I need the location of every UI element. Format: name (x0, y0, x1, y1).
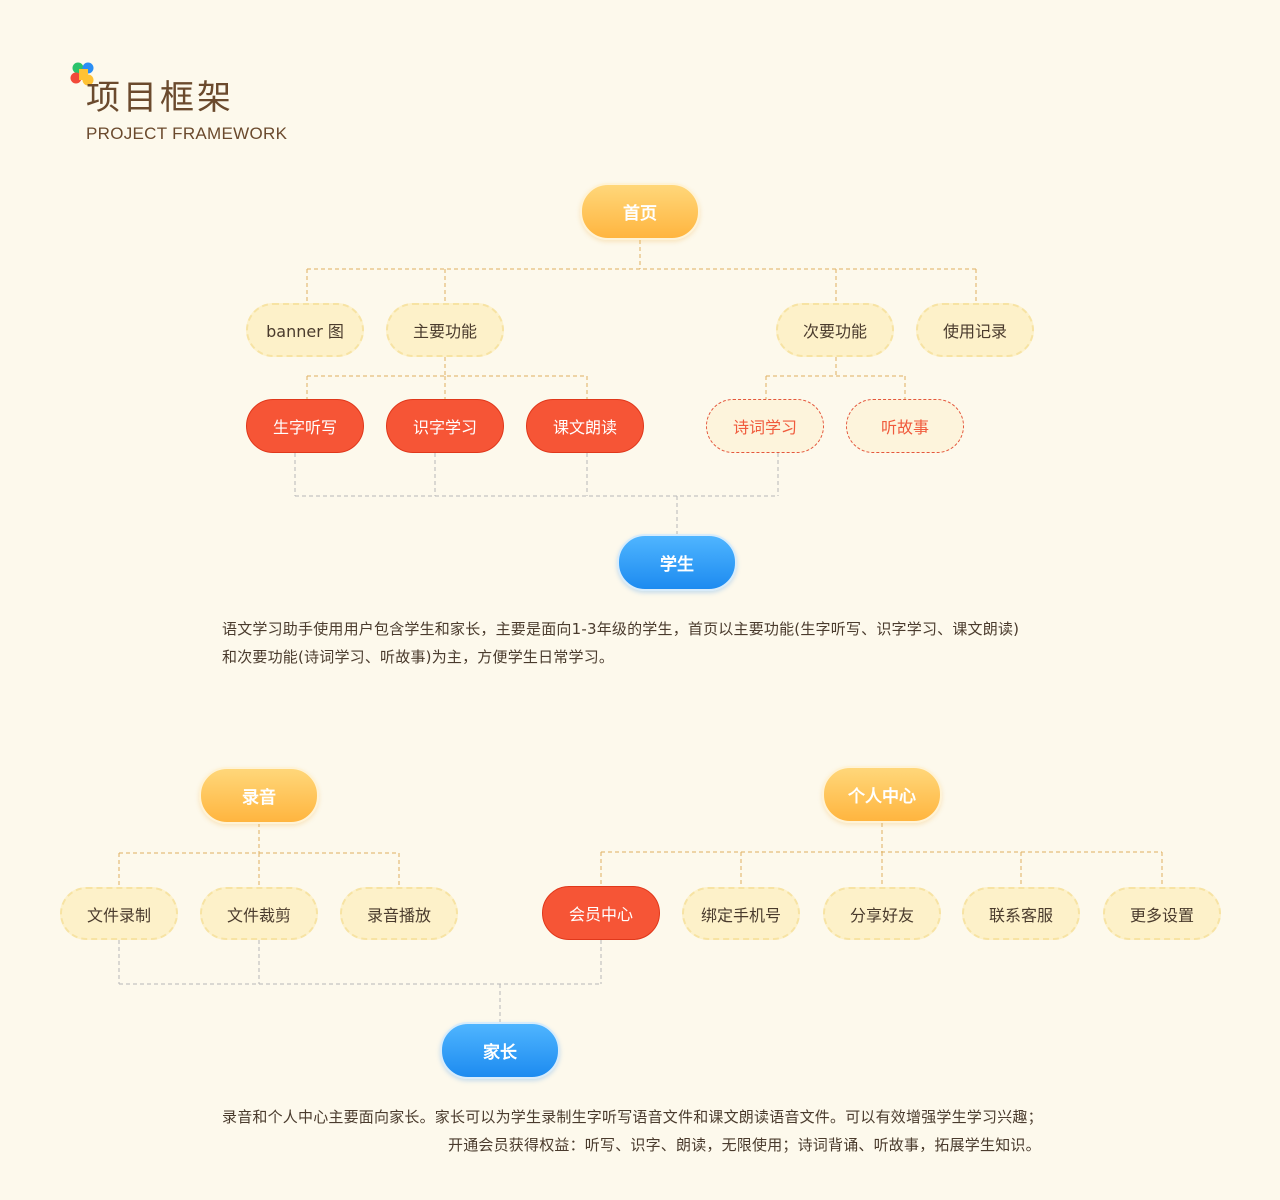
node-reading: 课文朗读 (526, 399, 644, 453)
parent-description-line1: 录音和个人中心主要面向家长。家长可以为学生录制生字听写语音文件和课文朗读语音文件… (222, 1108, 1043, 1126)
node-file-trim: 文件裁剪 (200, 887, 318, 940)
node-parent: 家长 (440, 1022, 560, 1079)
node-stories: 听故事 (846, 399, 964, 453)
node-student: 学生 (617, 534, 737, 591)
page-subtitle: PROJECT FRAMEWORK (86, 124, 288, 143)
student-description-line2: 和次要功能(诗词学习、听故事)为主，方便学生日常学习。 (222, 648, 615, 666)
node-recording: 录音 (199, 767, 319, 824)
node-usage-records: 使用记录 (916, 303, 1034, 357)
node-playback: 录音播放 (340, 887, 458, 940)
node-membership: 会员中心 (542, 886, 660, 940)
node-contact-service: 联系客服 (962, 887, 1080, 940)
node-file-record: 文件录制 (60, 887, 178, 940)
node-poetry: 诗词学习 (706, 399, 824, 453)
node-bind-phone: 绑定手机号 (682, 887, 800, 940)
node-more-settings: 更多设置 (1103, 887, 1221, 940)
node-literacy: 识字学习 (386, 399, 504, 453)
clover-icon (70, 62, 94, 86)
student-description-line1: 语文学习助手使用用户包含学生和家长，主要是面向1-3年级的学生，首页以主要功能(… (222, 620, 1020, 638)
parent-description-line2: 开通会员获得权益：听写、识字、朗读，无限使用；诗词背诵、听故事，拓展学生知识。 (448, 1136, 1041, 1154)
page-title: 项目框架 (86, 78, 234, 118)
node-share: 分享好友 (823, 887, 941, 940)
node-secondary-functions: 次要功能 (776, 303, 894, 357)
node-personal-center: 个人中心 (822, 766, 942, 823)
node-main-functions: 主要功能 (386, 303, 504, 357)
node-banner: banner 图 (246, 303, 364, 357)
node-dictation: 生字听写 (246, 399, 364, 453)
node-home: 首页 (580, 183, 700, 240)
